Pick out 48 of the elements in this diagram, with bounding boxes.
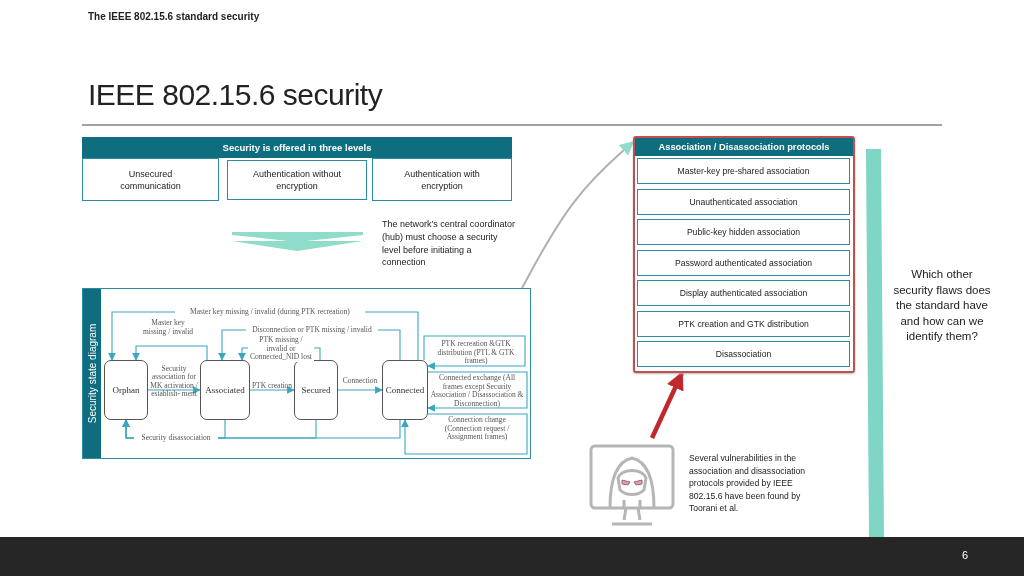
box-label: Master-key pre-shared association <box>676 165 811 177</box>
box-label: Orphan <box>111 384 141 396</box>
protocol-box <box>637 219 850 245</box>
protocol-box <box>637 341 850 367</box>
box-label: Password authenticated association <box>673 257 814 269</box>
arrow <box>337 386 383 394</box>
box-label: Display authenticated association <box>678 287 809 299</box>
box-label: Secured <box>300 384 332 396</box>
arrow <box>649 371 685 439</box>
arrow <box>521 141 635 289</box>
note-text: The network’s central coordinator (hub) must choose a security level before initiating a connection <box>382 218 516 270</box>
protocol-box <box>637 250 850 276</box>
box-label: Authentication without encryption <box>251 168 343 192</box>
state-box <box>200 360 250 420</box>
protocol-box <box>637 280 850 306</box>
box-label: Public-key hidden association <box>685 226 802 238</box>
arrow <box>132 345 208 361</box>
note-text: Several vulnerabilities in the association and disassociation protocols provided by IEEE 802.15.6 have been found by Toorani et al. <box>689 452 807 515</box>
box-label: Disassociation <box>714 348 773 360</box>
state-box <box>382 360 428 420</box>
level-box <box>82 158 219 201</box>
header-text: The IEEE 802.15.6 standard security <box>88 11 261 22</box>
state-box <box>104 360 148 420</box>
protocol-panel <box>633 136 855 373</box>
protocol-box <box>637 311 850 337</box>
box-label: PTK creation and GTK distribution <box>677 318 810 330</box>
box-label: Unsecured communication <box>119 167 182 192</box>
arrow <box>249 386 295 394</box>
box-label: Associated <box>204 384 246 396</box>
level-box <box>227 160 367 200</box>
box-label: Unauthenticated association <box>688 196 799 208</box>
box-label: Authentication with encryption <box>403 167 481 192</box>
state-box <box>294 360 338 420</box>
arrow <box>147 386 201 394</box>
box-label: Connected <box>384 384 426 396</box>
diagram-panel <box>82 288 531 459</box>
page-number: 6 <box>960 549 970 561</box>
side-label: Security state diagram <box>83 289 101 458</box>
protocol-box <box>637 189 850 215</box>
arrow <box>401 413 528 455</box>
protocol-box <box>637 158 850 184</box>
levels-panel <box>82 137 512 201</box>
level-box <box>372 158 512 201</box>
panel-header: Association / Disassociation protocols <box>635 138 853 156</box>
arrow <box>423 335 526 370</box>
panel-header: Security is offered in three levels <box>82 137 512 158</box>
question-text: Which other security flaws does the standard have and how can we identify them? <box>892 267 992 344</box>
title: IEEE 802.15.6 security <box>88 78 383 112</box>
